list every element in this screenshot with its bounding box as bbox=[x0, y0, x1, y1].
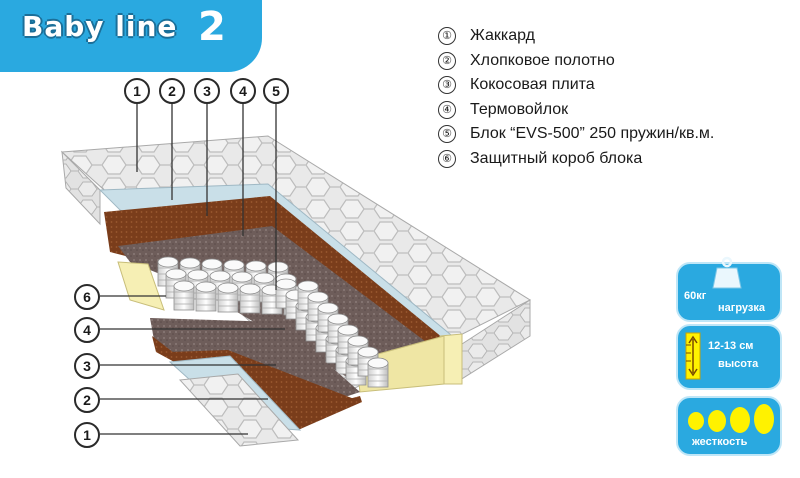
legend-item: ④ Термовойлок bbox=[438, 98, 714, 123]
load-label: нагрузка bbox=[718, 302, 765, 314]
marker-top-1: 1 bbox=[124, 78, 150, 104]
spring bbox=[217, 282, 239, 313]
weight-icon bbox=[712, 256, 742, 289]
marker-top-2: 2 bbox=[159, 78, 185, 104]
legend-number: ① bbox=[438, 27, 456, 46]
legend-number: ⑤ bbox=[438, 125, 456, 144]
marker-top-4: 4 bbox=[230, 78, 256, 104]
legend-number: ③ bbox=[438, 76, 456, 95]
title-banner: Baby line 2 bbox=[0, 0, 262, 72]
firmness-label: жесткость bbox=[692, 436, 748, 448]
marker-left-3: 3 bbox=[74, 353, 100, 379]
legend-item: ① Жаккард bbox=[438, 24, 714, 49]
spring bbox=[367, 357, 389, 388]
badge-firmness: жесткость bbox=[676, 396, 782, 456]
legend-text: Хлопковое полотно bbox=[470, 51, 615, 69]
badge-height: 12-13 см высота bbox=[676, 324, 782, 390]
legend-number: ② bbox=[438, 51, 456, 70]
jacquard-layer-lower bbox=[178, 373, 300, 447]
firmness-dot-icon bbox=[688, 412, 704, 430]
layer-legend: ① Жаккард ② Хлопковое полотно ③ Кокосовая п… bbox=[438, 24, 714, 171]
marker-left-1: 1 bbox=[74, 422, 100, 448]
height-label: высота bbox=[718, 358, 759, 370]
badge-load: 60кг нагрузка bbox=[676, 256, 782, 322]
marker-left-2: 2 bbox=[74, 387, 100, 413]
mattress-side-left bbox=[61, 150, 101, 226]
callout-lines bbox=[100, 103, 285, 435]
legend-item: ⑤ Блок “EVS-500” 250 пружин/кв.м. bbox=[438, 122, 714, 147]
legend-item: ③ Кокосовая плита bbox=[438, 73, 714, 98]
ruler-icon bbox=[685, 332, 701, 380]
marker-left-4: 4 bbox=[74, 317, 100, 343]
legend-text: Термовойлок bbox=[470, 100, 569, 118]
legend-text: Блок “EVS-500” 250 пружин/кв.м. bbox=[470, 125, 715, 143]
load-value: 60кг bbox=[684, 290, 707, 302]
firmness-dot-icon bbox=[754, 404, 774, 434]
spring-block bbox=[157, 256, 389, 388]
spring bbox=[173, 280, 195, 311]
spring bbox=[239, 283, 261, 314]
legend-text: Жаккард bbox=[470, 27, 535, 45]
marker-top-5: 5 bbox=[263, 78, 289, 104]
protective-box-left bbox=[117, 261, 165, 311]
legend-item: ⑥ Защитный короб блока bbox=[438, 147, 714, 172]
legend-number: ④ bbox=[438, 100, 456, 119]
spring bbox=[195, 281, 217, 312]
model-number: 2 bbox=[198, 4, 226, 50]
height-value: 12-13 см bbox=[708, 340, 754, 352]
legend-item: ② Хлопковое полотно bbox=[438, 49, 714, 74]
legend-text: Защитный короб блока bbox=[470, 149, 643, 167]
brand-title: Baby line bbox=[22, 10, 178, 43]
marker-left-6: 6 bbox=[74, 284, 100, 310]
firmness-dot-icon bbox=[730, 407, 750, 433]
legend-text: Кокосовая плита bbox=[470, 76, 595, 94]
firmness-dot-icon bbox=[708, 410, 726, 432]
marker-top-3: 3 bbox=[194, 78, 220, 104]
legend-number: ⑥ bbox=[438, 149, 456, 168]
